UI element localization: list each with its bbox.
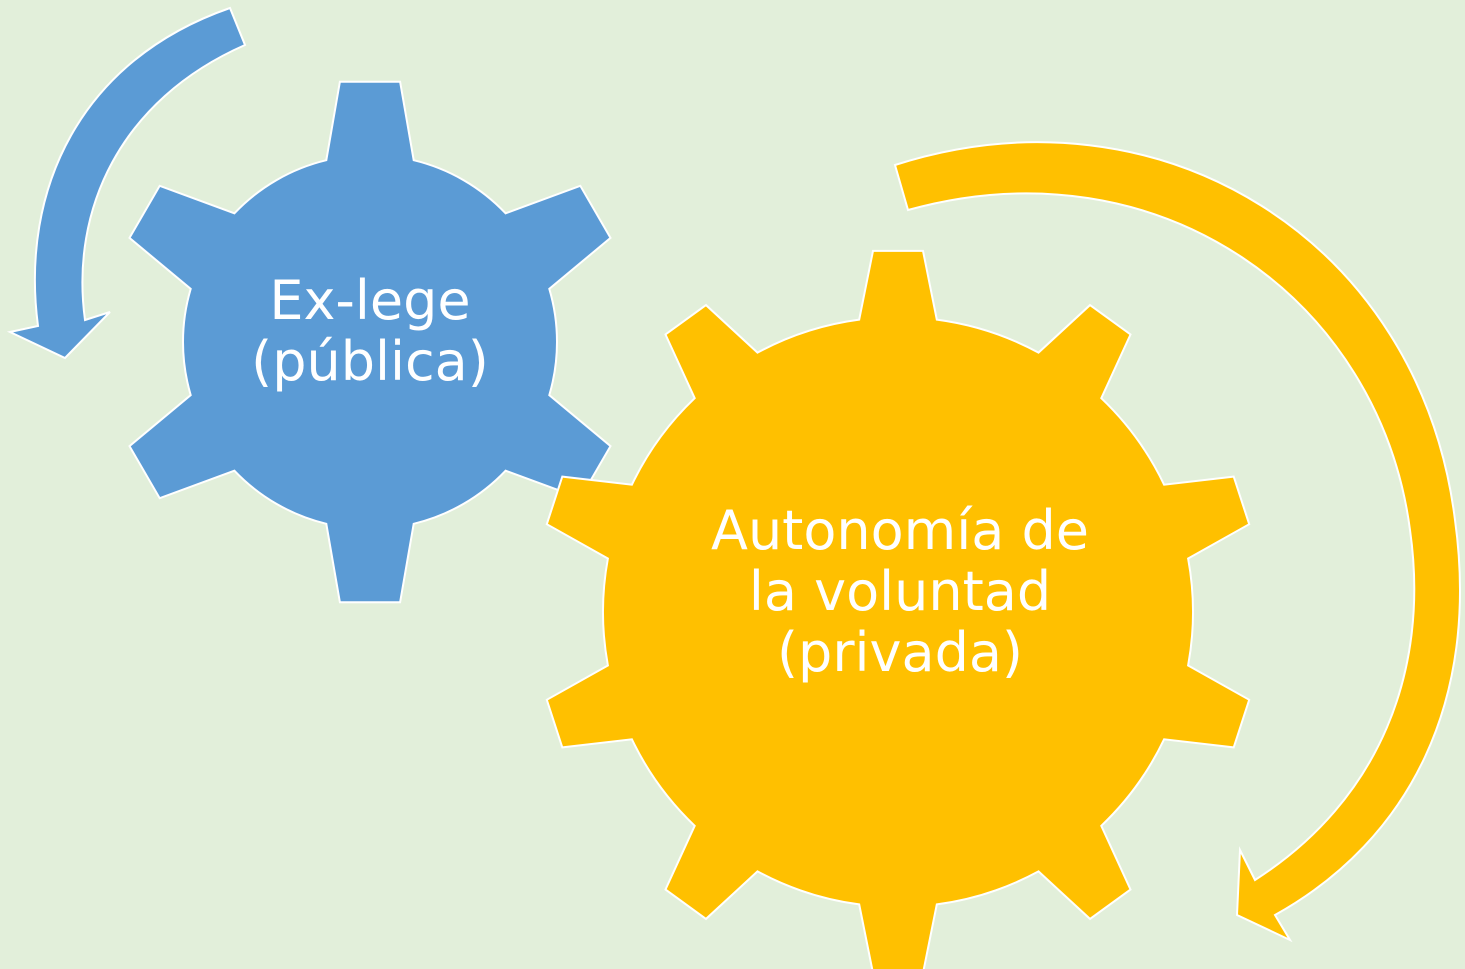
yellow-gear [545,249,1251,969]
yellow-rotation-arrow [893,141,1462,943]
gear-label-line: Autonomía de [711,499,1089,562]
gear-label-autonomia: Autonomía de la voluntad (privada) [660,500,1140,683]
blue-rotation-arrow [6,6,247,360]
gear-label-line: Ex-lege [269,269,471,332]
blue-gear [128,80,612,604]
gear-label-line: la voluntad [748,560,1052,624]
gear-label-line: (privada) [776,621,1024,685]
gear-label-line: (pública) [251,330,489,394]
gear-label-ex-lege: Ex-lege (pública) [170,270,570,392]
